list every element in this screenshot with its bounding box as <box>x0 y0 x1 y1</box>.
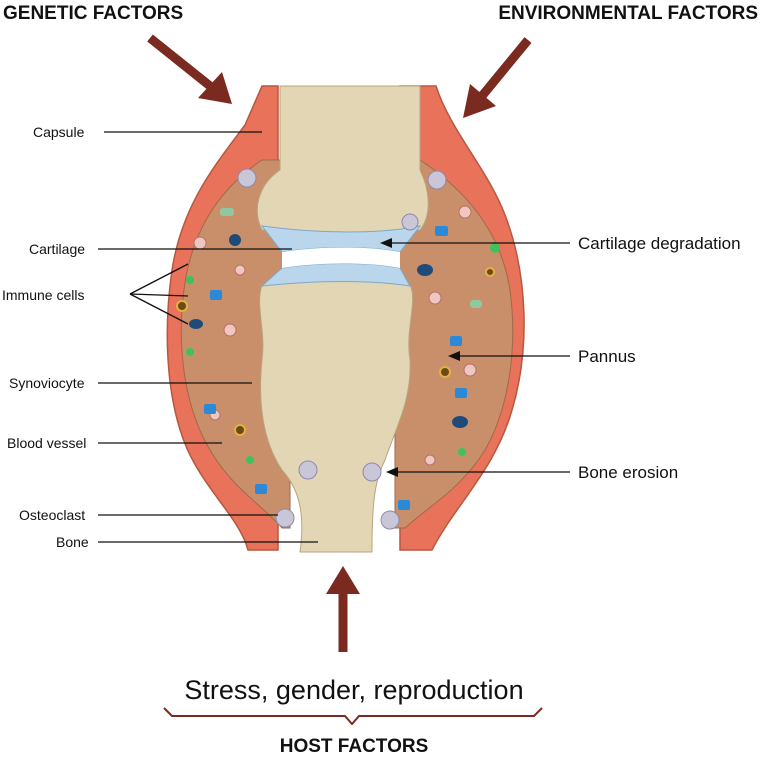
host-factors-brace <box>163 707 543 726</box>
environmental-factors-label: ENVIRONMENTAL FACTORS <box>498 3 758 24</box>
immune-cells-label: Immune cells <box>2 287 84 303</box>
cartilage-degradation-label: Cartilage degradation <box>578 234 741 253</box>
pannus-label: Pannus <box>578 347 636 366</box>
cartilage-degradation-leader <box>380 238 570 248</box>
osteoclast-label: Osteoclast <box>19 507 85 523</box>
bone-erosion-leader <box>386 467 570 477</box>
synovium-left <box>180 159 291 529</box>
host-arrow <box>326 566 360 652</box>
cartilage-label: Cartilage <box>29 241 85 257</box>
upper-bone <box>256 85 429 235</box>
environmental-arrow <box>463 37 532 118</box>
host-factors-detail: Stress, gender, reproduction <box>184 675 523 705</box>
synoviocyte-label: Synoviocyte <box>9 375 85 391</box>
pannus-leader <box>448 351 570 361</box>
immune-cells-leader <box>129 263 189 325</box>
blood-vessel-label: Blood vessel <box>7 435 86 451</box>
genetic-factors-label: GENETIC FACTORS <box>3 3 183 24</box>
capsule-label: Capsule <box>33 124 85 140</box>
bone-label: Bone <box>56 534 89 550</box>
host-factors-label: HOST FACTORS <box>280 736 429 757</box>
bone-erosion-label: Bone erosion <box>578 463 678 482</box>
osteoclast-cells <box>237 168 447 530</box>
joint-space <box>282 247 400 268</box>
genetic-arrow <box>147 34 232 104</box>
immune-cells-cluster <box>176 205 500 510</box>
